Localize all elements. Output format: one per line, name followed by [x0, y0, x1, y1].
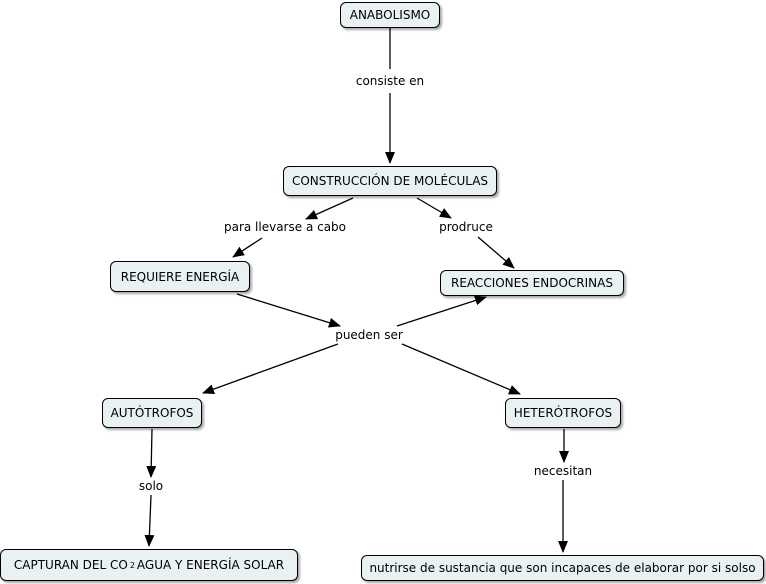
edge-pueden-autotrofos — [202, 343, 339, 394]
link-label-solo: solo — [136, 479, 166, 493]
edge-solo-capturan — [144, 494, 155, 547]
concept-heterotrofos[interactable]: HETERÓTROFOS — [505, 398, 621, 428]
link-label-consiste-en: consiste en — [353, 74, 427, 88]
co2-subscript: 2 — [129, 560, 135, 570]
edge-pueden-reacciones — [396, 295, 487, 327]
edge-construccion-para — [305, 197, 354, 220]
capturan-text-start: CAPTURAN DEL CO — [13, 558, 128, 572]
concept-reacciones-endocrinas[interactable]: REACCIONES ENDOCRINAS — [440, 270, 624, 296]
link-label-pueden-ser: pueden ser — [333, 328, 405, 342]
edge-prodruce-reacciones — [477, 236, 515, 269]
edge-autotrofos-solo — [146, 428, 157, 478]
capturan-text-end: AGUA Y ENERGÍA SOLAR — [136, 558, 285, 572]
edge-requiere-pueden — [236, 293, 341, 328]
concept-nutrirse[interactable]: nutrirse de sustancia que son incapaces … — [361, 555, 764, 581]
concept-requiere-energia[interactable]: REQUIERE ENERGÍA — [110, 261, 250, 292]
concept-anabolismo[interactable]: ANABOLISMO — [340, 2, 440, 28]
link-label-para-llevarse: para llevarse a cabo — [221, 220, 349, 234]
edge-construccion-prodruce — [416, 197, 452, 219]
link-label-prodruce: prodruce — [437, 220, 495, 234]
edge-para-requiere — [232, 237, 263, 258]
edge-pueden-heterotrofos — [401, 343, 521, 395]
concept-autotrofos[interactable]: AUTÓTROFOS — [102, 398, 202, 428]
link-label-necesitan: necesitan — [531, 464, 595, 478]
concept-construccion-de-moleculas[interactable]: CONSTRUCCIÓN DE MOLÉCULAS — [283, 166, 497, 196]
